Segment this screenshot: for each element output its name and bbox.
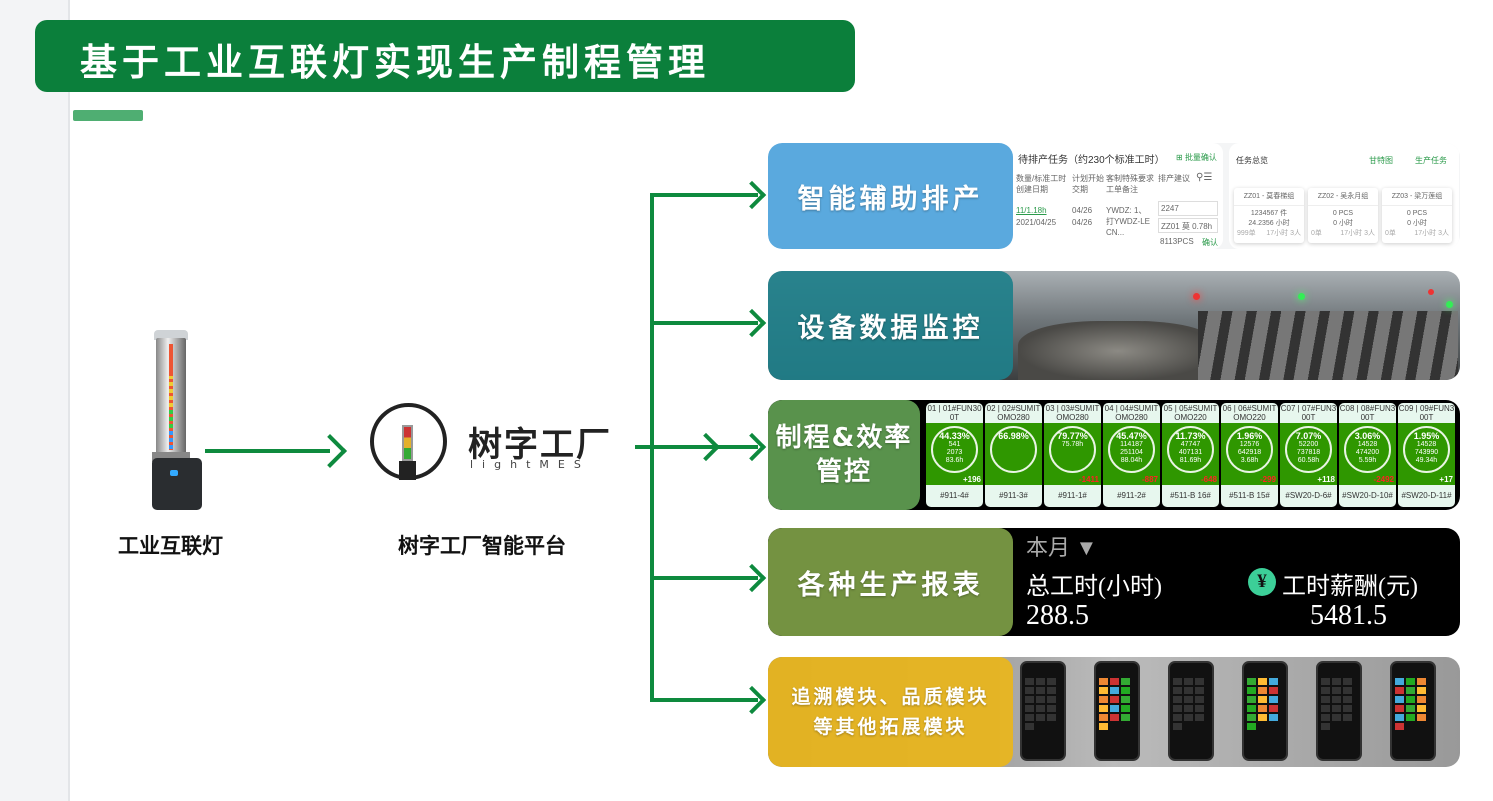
search-filter-icon[interactable]: ⚲☰	[1196, 172, 1213, 183]
module-label: 各种生产报表	[768, 528, 1013, 636]
module-label: 设备数据监控	[768, 271, 1013, 380]
utilization-ring: 66.98%	[990, 426, 1037, 473]
device-label: 工业互联灯	[118, 534, 223, 558]
wage-value: 5481.5	[1310, 600, 1387, 631]
branch-arrow-line	[650, 321, 758, 325]
platform-logo: 树字工厂 lightMES	[370, 403, 620, 483]
logo-cn: 树字工厂	[468, 425, 612, 465]
arrow-head-icon	[737, 308, 767, 338]
wage-label: 工时薪酬(元)	[1282, 574, 1418, 600]
panel-scheduling: 待排产任务（约230个标准工时） ⊞ 批量确认 数量/标准工时创建日期 计划开始…	[768, 143, 1460, 249]
utilization-ring: 79.77%75.78h	[1049, 426, 1096, 473]
phone-screenshot	[1020, 661, 1066, 761]
total-hours-value: 288.5	[1026, 600, 1089, 631]
arrow-head-icon	[313, 434, 347, 468]
tasks-tab[interactable]: 生产任务	[1415, 156, 1447, 165]
phone-screenshot	[1168, 661, 1214, 761]
phone-screenshot	[1316, 661, 1362, 761]
suggest-input[interactable]: ZZ01 莫 0.78h	[1158, 218, 1218, 233]
arrow-head-icon	[737, 685, 767, 715]
suggest-input[interactable]: 2247	[1158, 201, 1218, 216]
left-margin-strip	[0, 0, 70, 801]
industrial-lamp-device	[140, 330, 202, 510]
branch-arrow-line	[650, 193, 758, 197]
branch-arrow-line	[650, 576, 758, 580]
arrow-head-icon	[737, 432, 767, 462]
panel-equipment-photo: 设备数据监控	[768, 271, 1460, 380]
arrow-head-icon	[737, 180, 767, 210]
panel-mobile-screens: 追溯模块、品质模块等其他拓展模块	[768, 657, 1460, 767]
phone-screenshot	[1242, 661, 1288, 761]
confirm-link[interactable]: 确认	[1202, 238, 1218, 247]
branch-arrow-line	[650, 698, 758, 702]
arrow-line	[205, 449, 330, 453]
pending-title: 待排产任务（约230个标准工时）	[1018, 155, 1165, 166]
total-hours-label: 总工时(小时)	[1026, 574, 1162, 600]
yen-icon: ¥	[1248, 568, 1276, 596]
branch-arrow-line	[650, 445, 758, 449]
logo-en: lightMES	[470, 458, 590, 471]
title-banner: 基于工业互联灯实现生产制程管理	[35, 20, 855, 92]
platform-label: 树字工厂智能平台	[398, 534, 566, 558]
period-select[interactable]: 本月 ▼	[1026, 535, 1098, 560]
module-label: 智能辅助排产	[768, 143, 1013, 249]
phone-screenshot	[1390, 661, 1436, 761]
accent-bar	[73, 110, 143, 121]
arrow-head-icon	[737, 563, 767, 593]
machine-card[interactable]: 03 | 03#SUMITOMO280 79.77%75.78h -1411 #…	[1044, 403, 1101, 507]
machine-card[interactable]: 02 | 02#SUMITOMO280 66.98% #911-3#	[985, 403, 1042, 507]
panel-reports: 各种生产报表 本月 ▼ 总工时(小时) 288.5 ¥ 工时薪酬(元) 5481…	[768, 528, 1460, 636]
phone-screenshot	[1094, 661, 1140, 761]
module-label: 追溯模块、品质模块等其他拓展模块	[768, 657, 1013, 767]
page-title: 基于工业互联灯实现生产制程管理	[80, 41, 710, 84]
module-label: 制程&效率管控	[768, 400, 920, 510]
batch-confirm-button[interactable]: ⊞ 批量确认	[1176, 153, 1217, 162]
gantt-tab[interactable]: 甘特图	[1369, 156, 1393, 165]
